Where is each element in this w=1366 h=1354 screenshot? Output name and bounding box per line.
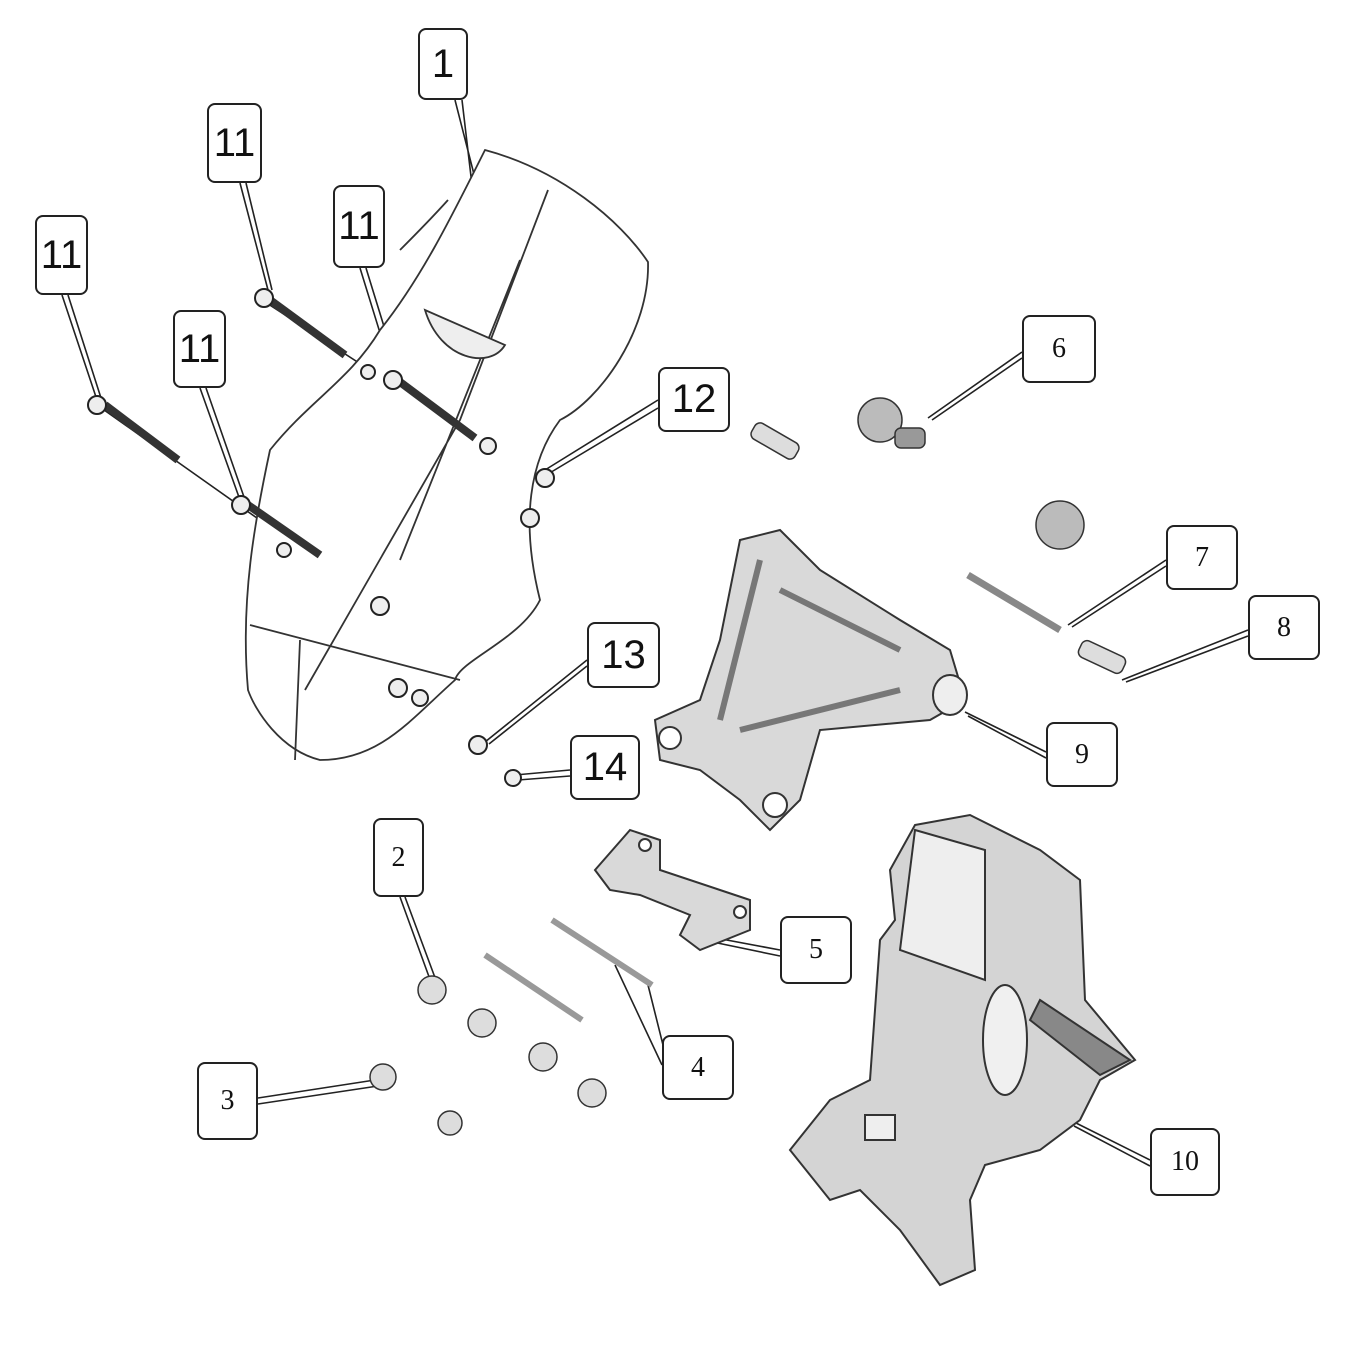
callout-7: 7 bbox=[1166, 525, 1238, 590]
callout-5: 5 bbox=[780, 916, 852, 984]
callout-8: 8 bbox=[1248, 595, 1320, 660]
leader-lines bbox=[61, 99, 1249, 1167]
callout-9: 9 bbox=[1046, 722, 1118, 787]
callout-11: 11 bbox=[333, 185, 385, 268]
callout-3: 3 bbox=[197, 1062, 258, 1140]
windshield-part bbox=[244, 148, 649, 761]
bracket-part-5 bbox=[593, 828, 751, 952]
callout-14: 14 bbox=[570, 735, 640, 800]
callout-12: 12 bbox=[658, 367, 730, 432]
callout-11: 11 bbox=[207, 103, 262, 183]
callout-10: 10 bbox=[1150, 1128, 1220, 1196]
callout-13: 13 bbox=[587, 622, 660, 688]
callout-2: 2 bbox=[373, 818, 424, 897]
callout-6: 6 bbox=[1022, 315, 1096, 383]
callout-11: 11 bbox=[35, 215, 88, 295]
housing-part-10 bbox=[788, 813, 1137, 1287]
bracket-part-9 bbox=[653, 528, 968, 832]
adjuster-parts bbox=[750, 397, 1127, 675]
bolt-parts bbox=[87, 288, 555, 787]
pin-parts bbox=[369, 917, 654, 1136]
callout-11: 11 bbox=[173, 310, 226, 388]
callout-1: 1 bbox=[418, 28, 468, 100]
callout-4: 4 bbox=[662, 1035, 734, 1100]
